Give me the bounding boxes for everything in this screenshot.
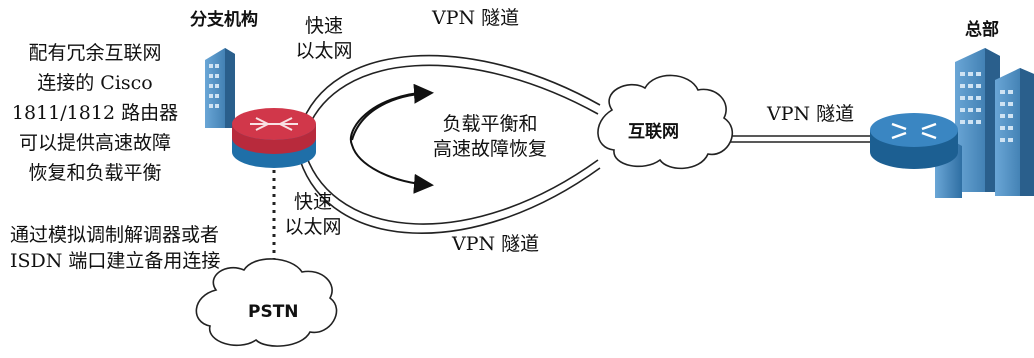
internet-label: 互联网 — [628, 122, 679, 142]
load-balance-label: 负载平衡和 高速故障恢复 — [432, 113, 547, 160]
branch-title: 分支机构 — [190, 10, 258, 30]
pstn-cloud-icon — [195, 258, 338, 347]
branch-router-description: 配有冗余互联网 连接的 Cisco 1811/1812 路由器 可以提供高速故障… — [11, 42, 179, 184]
vpn-tunnel-bottom-label: VPN 隧道 — [452, 233, 540, 255]
hq-vpn-link — [725, 135, 880, 143]
fast-ethernet-top-label: 快速 以太网 — [295, 15, 353, 62]
vpn-tunnel-top-label: VPN 隧道 — [432, 7, 520, 29]
internet-cloud-icon — [597, 74, 734, 170]
load-balance-arrows — [349, 83, 434, 194]
backup-connection-description: 通过模拟调制解调器或者 ISDN 端口建立备用连接 — [10, 224, 221, 272]
hq-building-icon — [935, 48, 1034, 198]
hq-router-icon — [870, 113, 958, 169]
vpn-tunnel-lines — [299, 54, 601, 234]
pstn-label: PSTN — [248, 302, 299, 322]
branch-router-icon — [232, 108, 316, 168]
fast-ethernet-bottom-label: 快速 以太网 — [284, 191, 342, 238]
vpn-tunnel-hq-label: VPN 隧道 — [767, 103, 855, 125]
branch-building-icon — [205, 48, 235, 128]
hq-title: 总部 — [965, 20, 999, 40]
